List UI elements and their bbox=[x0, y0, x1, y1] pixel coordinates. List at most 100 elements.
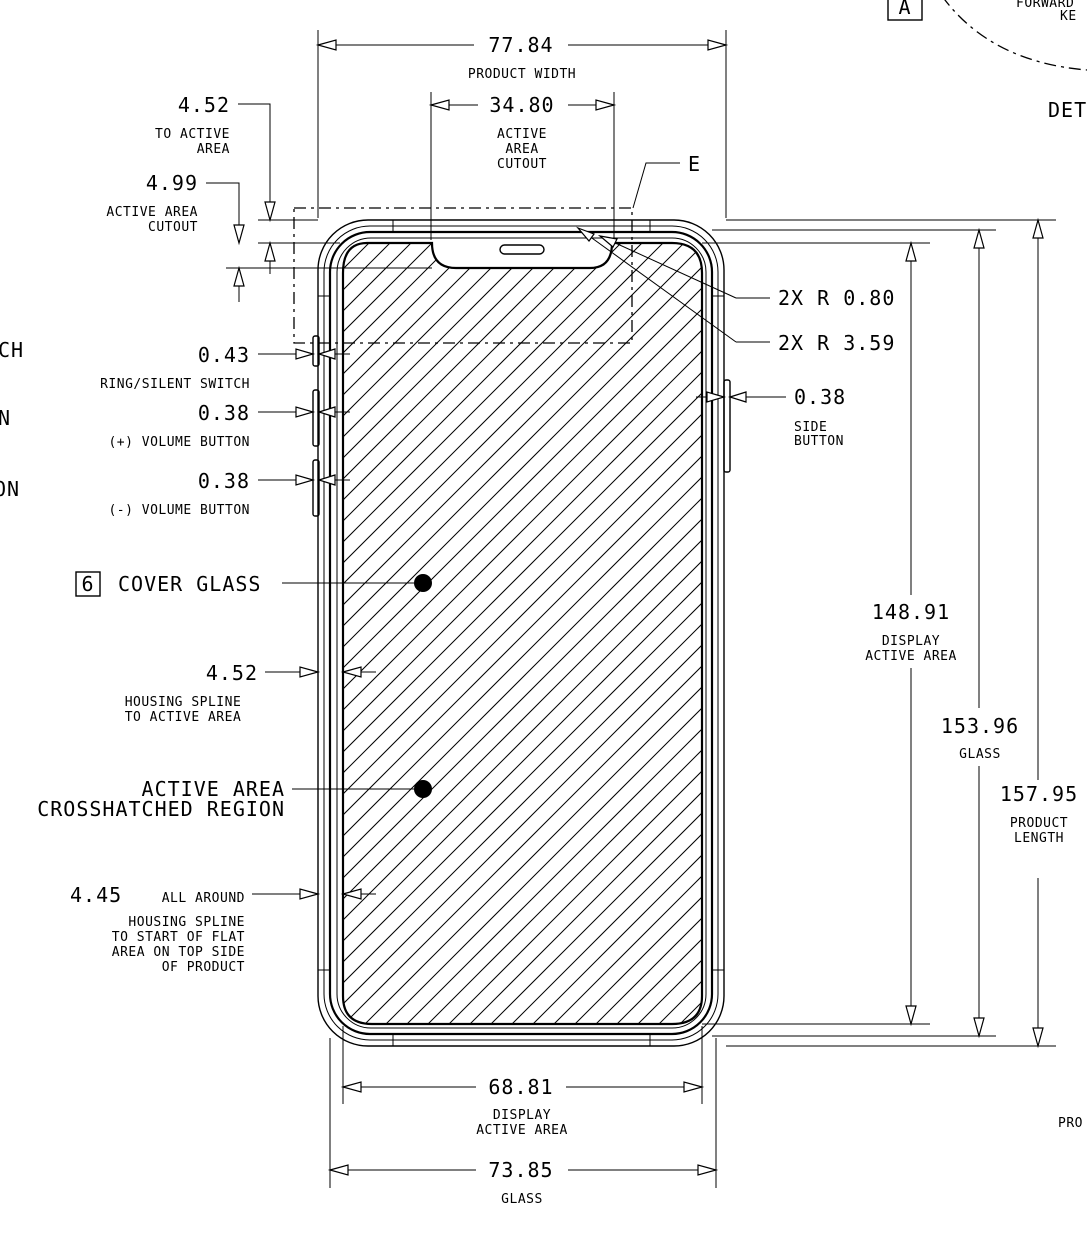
housing-spline-flat-label-3: AREA ON TOP SIDE bbox=[112, 945, 245, 960]
hatch-line bbox=[343, 243, 702, 1024]
display-active-length-value: 148.91 bbox=[872, 600, 950, 624]
cutout-depth-label-1: ACTIVE AREA bbox=[106, 205, 198, 220]
fragment-box-a-label: A bbox=[898, 0, 911, 19]
cutout-width-label-3: CUTOUT bbox=[497, 157, 547, 172]
hatch-line bbox=[343, 243, 488, 1024]
display-active-length-label-1: DISPLAY bbox=[882, 634, 940, 649]
hatch-line bbox=[905, 230, 1087, 1030]
volume-down-shape bbox=[312, 459, 320, 517]
glass-width-value: 73.85 bbox=[488, 1158, 553, 1182]
to-active-area-label-2: AREA bbox=[197, 142, 230, 157]
hatch-line bbox=[343, 243, 383, 1024]
hatch-line bbox=[484, 243, 702, 1024]
housing-spline-flat-suffix: ALL AROUND bbox=[162, 891, 245, 906]
active-area-region-label-1: ACTIVE AREA bbox=[142, 777, 285, 801]
hatch-line bbox=[343, 243, 702, 1024]
ring-switch-dim: 0.43 RING/SILENT SWITCH bbox=[100, 343, 350, 392]
volume-down-dim: 0.38 (-) VOLUME BUTTON bbox=[108, 469, 350, 518]
hatch-line bbox=[442, 243, 702, 1024]
display-active-length-dim: 148.91 DISPLAY ACTIVE AREA bbox=[865, 240, 957, 1027]
active-area-region-label-2: CROSSHATCHED REGION bbox=[37, 797, 285, 821]
hatch-line bbox=[343, 243, 362, 1024]
display-active-width-dim: 68.81 DISPLAY ACTIVE AREA bbox=[340, 1026, 705, 1138]
hatch-line bbox=[947, 230, 1087, 1030]
display-active-length-label-2: ACTIVE AREA bbox=[865, 649, 957, 664]
product-length-label-2: LENGTH bbox=[1014, 831, 1064, 846]
hatch-line bbox=[343, 243, 702, 1024]
hatch-line bbox=[343, 243, 702, 1024]
cropped-fragments: CH N ON A FORWARD KE DET PRO bbox=[0, 0, 1087, 1131]
hatch-line bbox=[343, 243, 702, 1024]
right-extension-lines bbox=[702, 219, 1056, 1047]
active-area-point bbox=[414, 780, 432, 798]
housing-spline-flat-label-4: OF PRODUCT bbox=[162, 960, 245, 975]
product-width-value: 77.84 bbox=[488, 33, 553, 57]
housing-spline-active-value: 4.52 bbox=[206, 661, 258, 685]
volume-up-label: (+) VOLUME BUTTON bbox=[108, 435, 250, 450]
hatch-line bbox=[343, 243, 551, 1024]
product-width-dim: 77.84 PRODUCT WIDTH bbox=[315, 30, 729, 218]
hatch-line bbox=[968, 230, 1087, 1030]
hatch-line bbox=[343, 243, 509, 1024]
fragment-top-right-2: KE bbox=[1060, 9, 1077, 24]
active-area bbox=[0, 230, 1087, 1030]
cutout-width-dim: 34.80 ACTIVE AREA CUTOUT bbox=[428, 92, 617, 240]
hatch-line bbox=[343, 243, 702, 1024]
hatch-line bbox=[343, 243, 702, 1024]
housing-spline-flat-dim: 4.45 ALL AROUND HOUSING SPLINE TO START … bbox=[70, 883, 376, 975]
hatch-line bbox=[343, 243, 702, 1024]
hatch-line bbox=[0, 230, 340, 1030]
fragment-det: DET bbox=[1048, 98, 1087, 122]
fragment-box-a bbox=[887, 0, 923, 21]
hatch-line bbox=[343, 243, 702, 1024]
speaker-slot bbox=[499, 244, 545, 255]
hatch-line bbox=[343, 243, 702, 1024]
hatch-line bbox=[343, 243, 702, 1024]
side-button-dim: 0.38 SIDE BUTTON bbox=[696, 385, 846, 449]
cover-glass-callout: 6 COVER GLASS bbox=[75, 571, 414, 597]
hatch-line bbox=[379, 243, 702, 1024]
hatch-line bbox=[343, 243, 702, 1024]
detail-e-callout: E bbox=[632, 152, 701, 209]
fragment-left-1: CH bbox=[0, 338, 24, 362]
hatch-line bbox=[716, 230, 1087, 1030]
detail-e-label: E bbox=[688, 152, 701, 176]
hatch-line bbox=[400, 243, 702, 1024]
cutout-depth-label-2: CUTOUT bbox=[148, 220, 198, 235]
glass-length-value: 153.96 bbox=[941, 714, 1019, 738]
volume-down-label: (-) VOLUME BUTTON bbox=[108, 503, 250, 518]
hatch-line bbox=[343, 243, 702, 1024]
hatch-line bbox=[343, 243, 702, 1024]
hatch-line bbox=[343, 243, 572, 1024]
radius-small-label: 2X R 0.80 bbox=[778, 286, 895, 310]
cutout-width-label-1: ACTIVE bbox=[497, 127, 547, 142]
hatch-line bbox=[343, 243, 702, 1024]
hatch-line bbox=[526, 243, 702, 1024]
hatch-line bbox=[343, 243, 702, 1024]
volume-up-shape bbox=[312, 389, 320, 447]
hatch-line bbox=[505, 243, 702, 1024]
display-active-width-label-1: DISPLAY bbox=[493, 1108, 551, 1123]
fragment-arc bbox=[944, 0, 1087, 71]
hatch-line bbox=[884, 230, 1087, 1030]
hatch-line bbox=[926, 230, 1087, 1030]
side-button-value: 0.38 bbox=[794, 385, 846, 409]
cover-glass-number: 6 bbox=[81, 572, 94, 596]
fragment-pro: PRO bbox=[1058, 1116, 1083, 1131]
ring-silent-switch-shape bbox=[312, 335, 320, 367]
display-active-width-value: 68.81 bbox=[488, 1075, 553, 1099]
hatch-line bbox=[343, 243, 702, 1024]
housing-spline-flat-value: 4.45 bbox=[70, 883, 122, 907]
hatch-line bbox=[343, 243, 614, 1024]
cover-glass-label: COVER GLASS bbox=[118, 572, 261, 596]
hatch-line bbox=[863, 230, 1087, 1030]
hatch-line bbox=[343, 243, 635, 1024]
to-active-area-label-1: TO ACTIVE bbox=[155, 127, 230, 142]
side-button-label-1: SIDE bbox=[794, 420, 827, 435]
display-active-width-label-2: ACTIVE AREA bbox=[476, 1123, 568, 1138]
fragment-top-right-1: FORWARD bbox=[1016, 0, 1074, 11]
glass-length-dim: 153.96 GLASS bbox=[941, 227, 1019, 1039]
fragment-left-3: ON bbox=[0, 477, 20, 501]
fragment-left-2: N bbox=[0, 406, 11, 430]
hatch-line bbox=[343, 243, 698, 1024]
